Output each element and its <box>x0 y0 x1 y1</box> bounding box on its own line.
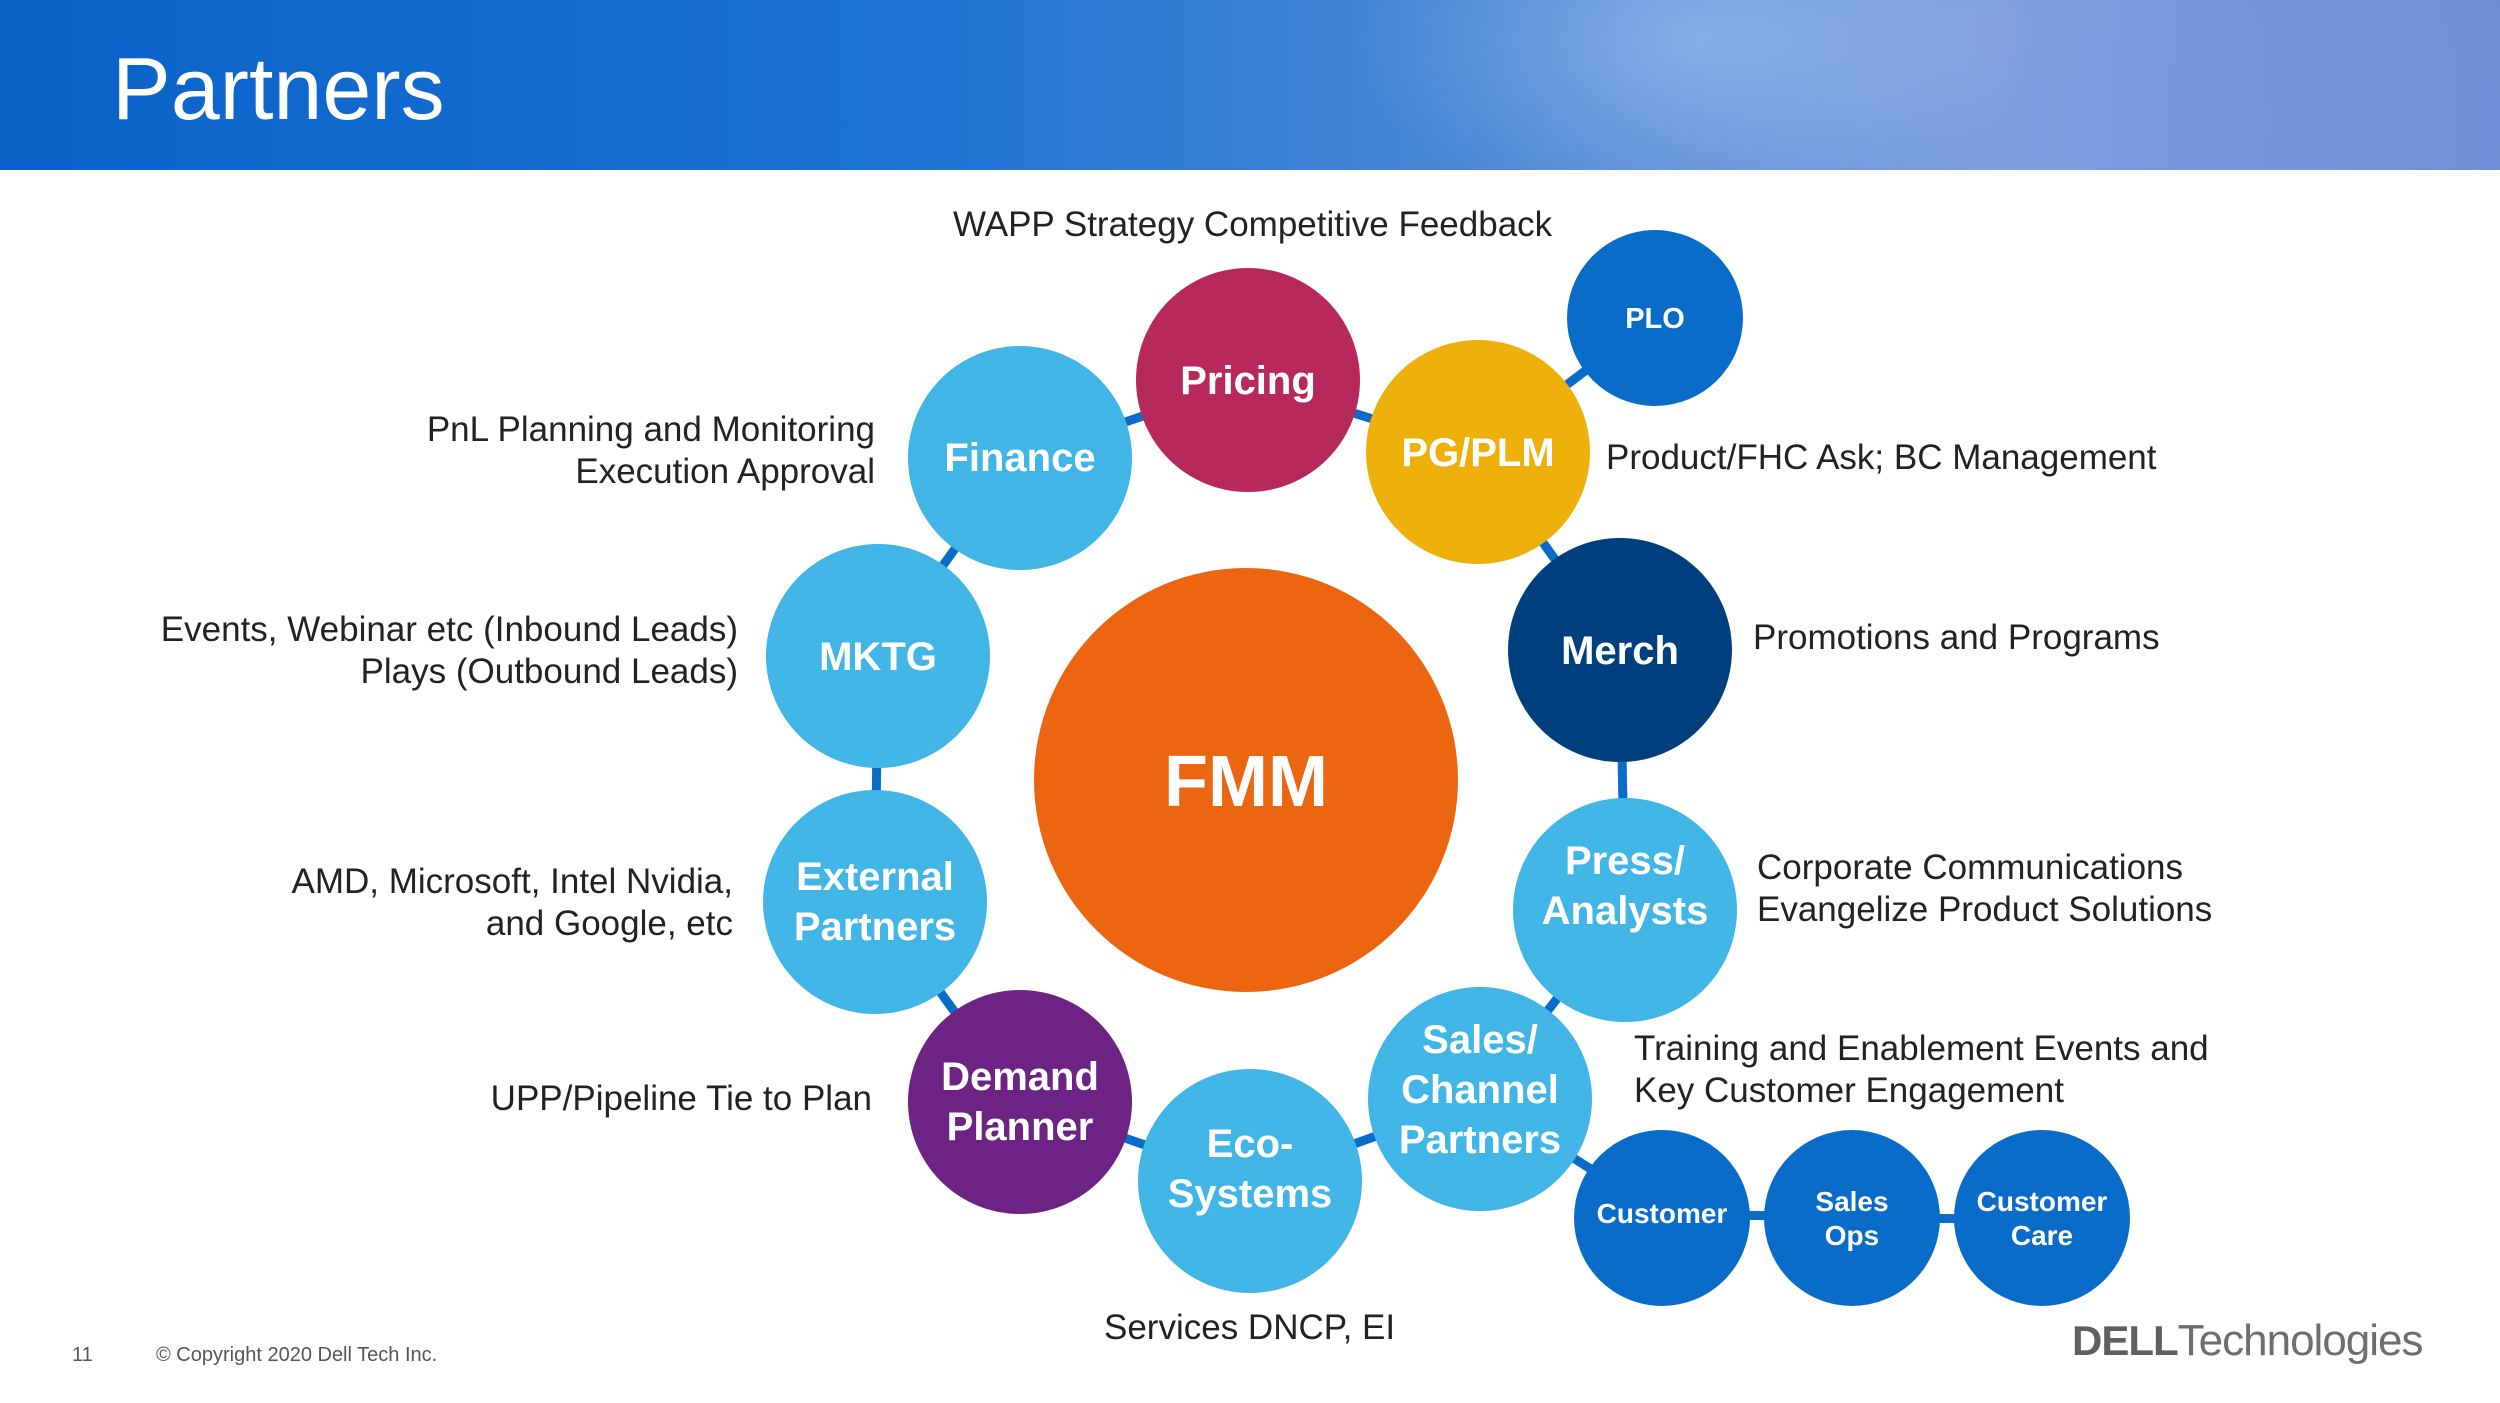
node-demand-label-2: Planner <box>947 1105 1094 1149</box>
label-pnl-line-1: PnL Planning and Monitoring <box>426 410 875 449</box>
node-sales-label-3: Partners <box>1399 1118 1561 1162</box>
node-finance[interactable]: Finance <box>908 346 1132 570</box>
dell-technologies-logo: DELLTechnologies <box>2072 1316 2424 1366</box>
node-merch-label: Merch <box>1561 629 1679 673</box>
node-customer-care-label-1: Customer <box>1977 1186 2108 1217</box>
label-events-line-1: Events, Webinar etc (Inbound Leads) <box>160 610 738 649</box>
node-sales-ops-label-2: Ops <box>1825 1220 1879 1251</box>
label-promotions: Promotions and Programs <box>1753 618 2160 657</box>
page-title: Partners <box>112 39 445 138</box>
node-sales-label-2: Channel <box>1401 1068 1559 1112</box>
node-plo-label: PLO <box>1625 303 1685 335</box>
node-finance-label: Finance <box>944 436 1095 480</box>
label-upp: UPP/Pipeline Tie to Plan <box>490 1079 872 1118</box>
node-pricing[interactable]: Pricing <box>1136 268 1360 492</box>
label-training-line-1: Training and Enablement Events and <box>1634 1029 2209 1068</box>
node-eco-label-2: Systems <box>1168 1172 1333 1216</box>
node-customer-care[interactable]: Customer Care <box>1954 1130 2130 1306</box>
node-pg-plm[interactable]: PG/PLM <box>1366 340 1590 564</box>
node-sales-ops[interactable]: Sales Ops <box>1764 1130 1940 1306</box>
label-corporate-line-2: Evangelize Product Solutions <box>1757 890 2213 929</box>
label-amd-line-1: AMD, Microsoft, Intel Nvidia, <box>291 862 734 901</box>
title-banner <box>0 0 2500 170</box>
label-corporate: Corporate Communications Evangelize Prod… <box>1757 847 2212 931</box>
node-pg-plm-label: PG/PLM <box>1401 431 1554 475</box>
node-eco-systems[interactable]: Eco- Systems <box>1138 1069 1362 1293</box>
node-plo[interactable]: PLO <box>1567 230 1743 406</box>
label-events-line-2: Plays (Outbound Leads) <box>360 652 738 691</box>
node-merch[interactable]: Merch <box>1508 538 1732 762</box>
node-external-label-1: External <box>796 855 954 899</box>
label-wapp: WAPP Strategy Competitive Feedback <box>953 205 1553 244</box>
node-sales-label-1: Sales/ <box>1422 1018 1538 1062</box>
node-press-label-1: Press/ <box>1565 839 1685 883</box>
logo-technologies: Technologies <box>2177 1316 2424 1365</box>
label-services: Services DNCP, EI <box>1104 1308 1396 1347</box>
node-demand-planner[interactable]: Demand Planner <box>908 990 1132 1214</box>
label-amd-line-2: and Google, etc <box>485 904 733 943</box>
label-pnl: PnL Planning and Monitoring Execution Ap… <box>370 409 875 493</box>
label-amd: AMD, Microsoft, Intel Nvidia, and Google… <box>200 861 734 945</box>
node-press-analysts[interactable]: Press/ Analysts <box>1513 798 1737 1022</box>
node-fmm-label: FMM <box>1164 742 1328 822</box>
copyright-text: © Copyright 2020 Dell Tech Inc. <box>156 1344 438 1366</box>
node-customer[interactable]: Customer <box>1574 1130 1750 1306</box>
label-training-line-2: Key Customer Engagement <box>1634 1071 2064 1110</box>
node-press-label-2: Analysts <box>1542 889 1709 933</box>
node-mktg[interactable]: MKTG <box>766 544 990 768</box>
label-training: Training and Enablement Events and Key C… <box>1634 1028 2209 1112</box>
node-external-label-2: Partners <box>794 905 956 949</box>
node-pricing-label: Pricing <box>1180 359 1316 403</box>
node-eco-label-1: Eco- <box>1207 1122 1294 1166</box>
label-product: Product/FHC Ask; BC Management <box>1606 438 2157 477</box>
node-customer-label: Customer <box>1597 1198 1728 1229</box>
node-customer-care-label-2: Care <box>2011 1220 2073 1251</box>
node-demand-label-1: Demand <box>941 1055 1099 1099</box>
logo-dell: DELL <box>2072 1317 2179 1364</box>
node-sales-ops-label-1: Sales <box>1815 1186 1888 1217</box>
node-fmm[interactable]: FMM <box>1034 568 1458 992</box>
label-corporate-line-1: Corporate Communications <box>1757 848 2184 887</box>
slide-number: 11 <box>72 1344 93 1366</box>
label-events: Events, Webinar etc (Inbound Leads) Play… <box>100 609 738 693</box>
node-mktg-label: MKTG <box>819 635 937 679</box>
label-pnl-line-2: Execution Approval <box>575 452 875 491</box>
node-sales-channel-partners[interactable]: Sales/ Channel Partners <box>1368 987 1592 1211</box>
node-external-partners[interactable]: External Partners <box>763 790 987 1014</box>
